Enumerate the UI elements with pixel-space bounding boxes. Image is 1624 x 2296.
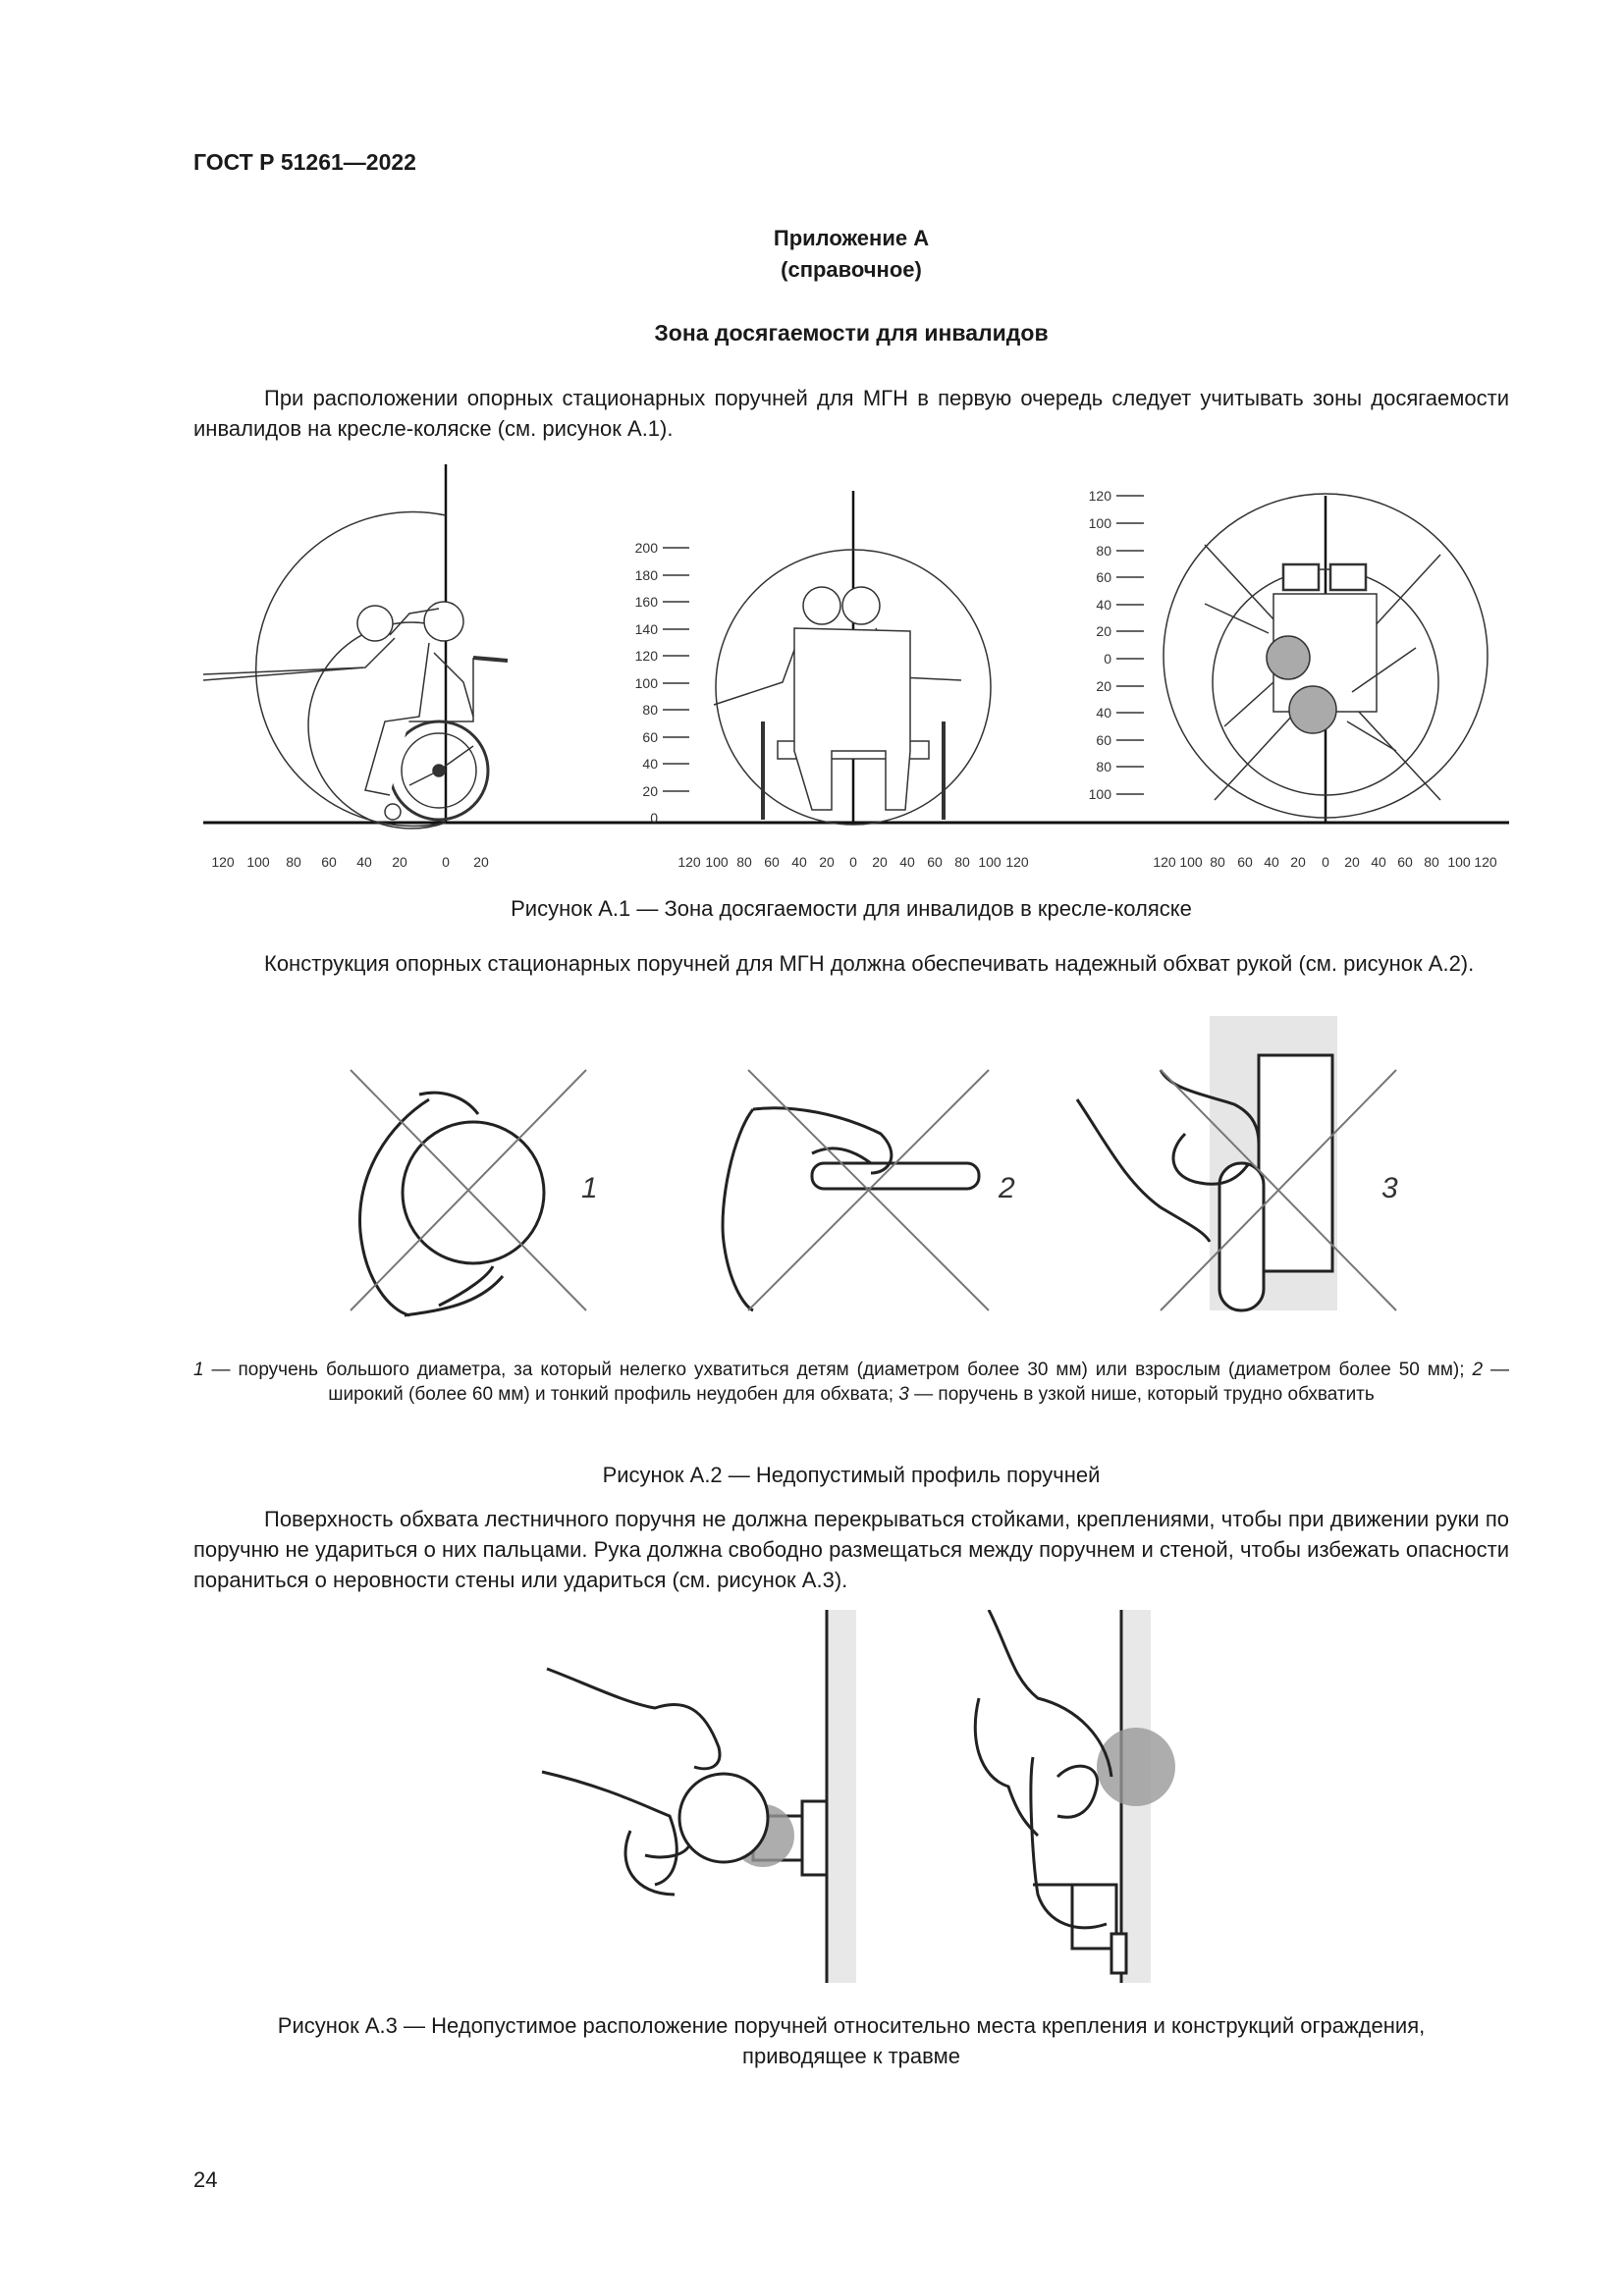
paragraph-1: При расположении опорных стационарных по… <box>193 386 1509 441</box>
top-y-tick: 40 <box>1096 597 1111 613</box>
top-x-tick: 40 <box>1264 854 1279 870</box>
top-x-tick: 20 <box>1344 854 1360 870</box>
figure-a1-top-x-axis: 120 100 80 60 40 20 0 20 40 60 80 100 12… <box>1153 854 1497 870</box>
figure-a3-left-illustration <box>541 1610 856 1983</box>
paragraph-2: Конструкция опорных стационарных поручне… <box>264 951 1475 976</box>
front-y-tick: 140 <box>635 621 659 637</box>
figure-a3-caption-line-2: приводящее к травме <box>742 2044 960 2068</box>
front-y-tick: 160 <box>635 594 659 610</box>
figure-a1-front-y-axis: 200 180 160 140 120 100 80 60 40 20 0 <box>635 540 659 826</box>
figure-a1-side-view <box>202 464 509 829</box>
top-x-tick: 40 <box>1371 854 1386 870</box>
top-x-tick: 80 <box>1424 854 1439 870</box>
figure-a2-item-3 <box>1075 1016 1397 1312</box>
figure-a2-label-2: 2 <box>998 1172 1015 1204</box>
figure-a1: 120 100 80 60 40 20 0 20 200 180 160 140… <box>202 464 1509 870</box>
legend-number-3: 3 <box>898 1384 909 1405</box>
front-x-tick: 40 <box>899 854 915 870</box>
front-x-tick: 80 <box>736 854 752 870</box>
figure-a1-top-y-axis: 120 100 80 60 40 20 0 20 40 60 80 100 <box>1089 488 1112 802</box>
legend-text-1: — поручень большого диаметра, за который… <box>203 1360 1473 1380</box>
front-x-tick: 120 <box>1005 854 1029 870</box>
top-y-tick: 100 <box>1089 515 1112 531</box>
legend-text-2: — широкий (более 60 мм) и тонкий профиль… <box>328 1360 1509 1405</box>
figure-a3-caption-line-1: Рисунок А.3 — Недопустимое расположение … <box>277 2013 1426 2038</box>
top-y-tick: 20 <box>1096 678 1111 694</box>
front-x-tick: 100 <box>978 854 1001 870</box>
top-x-tick: 120 <box>1474 854 1497 870</box>
figure-a1-top-view <box>1163 493 1489 823</box>
legend-number-1: 1 <box>193 1360 204 1380</box>
figure-a2-label-3: 3 <box>1381 1172 1398 1204</box>
legend-number-2: 2 <box>1472 1360 1484 1380</box>
section-title: Зона досягаемости для инвалидов <box>654 320 1049 346</box>
legend-text-3: — поручень в узкой нише, который трудно … <box>908 1384 1375 1405</box>
document-code: ГОСТ Р 51261—2022 <box>193 149 416 175</box>
top-x-tick: 20 <box>1290 854 1306 870</box>
top-y-tick: 100 <box>1089 786 1112 802</box>
side-x-tick: 60 <box>321 854 337 870</box>
figure-a3-right-illustration <box>973 1610 1175 1983</box>
side-x-tick: 20 <box>392 854 407 870</box>
front-y-tick: 80 <box>642 702 658 718</box>
top-x-tick: 120 <box>1153 854 1176 870</box>
figure-a3 <box>541 1610 1175 1983</box>
top-x-tick: 100 <box>1179 854 1203 870</box>
top-x-tick: 0 <box>1322 854 1329 870</box>
side-x-tick: 120 <box>211 854 235 870</box>
figure-a2-item-1 <box>350 1069 587 1317</box>
front-y-tick: 180 <box>635 567 659 583</box>
top-y-tick: 20 <box>1096 623 1111 639</box>
front-x-tick: 100 <box>705 854 729 870</box>
figure-a2-legend: 1 — поручень большого диаметра, за котор… <box>193 1358 1509 1407</box>
side-x-tick: 40 <box>356 854 372 870</box>
top-x-tick: 100 <box>1447 854 1471 870</box>
figure-a1-side-x-axis: 120 100 80 60 40 20 0 20 <box>211 854 489 870</box>
front-x-tick: 0 <box>849 854 857 870</box>
figure-a2: 1 2 3 <box>350 1016 1398 1317</box>
front-y-tick: 60 <box>642 729 658 745</box>
top-y-tick: 60 <box>1096 732 1111 748</box>
paragraph-3: Поверхность обхвата лестничного поручня … <box>193 1507 1509 1592</box>
front-x-tick: 80 <box>954 854 970 870</box>
top-y-tick: 80 <box>1096 759 1111 774</box>
appendix-label: Приложение А <box>773 226 930 250</box>
front-y-tick: 120 <box>635 648 659 664</box>
top-y-tick: 0 <box>1104 651 1111 667</box>
figure-a1-caption: Рисунок А.1 — Зона досягаемости для инва… <box>511 896 1192 921</box>
top-y-tick: 40 <box>1096 705 1111 721</box>
front-y-tick: 20 <box>642 783 658 799</box>
side-x-tick: 20 <box>473 854 489 870</box>
top-x-tick: 60 <box>1397 854 1413 870</box>
top-y-tick: 80 <box>1096 543 1111 559</box>
side-x-tick: 0 <box>442 854 450 870</box>
front-x-tick: 20 <box>819 854 835 870</box>
side-x-tick: 100 <box>246 854 270 870</box>
figure-a2-item-2 <box>721 1069 990 1312</box>
front-x-tick: 60 <box>927 854 943 870</box>
top-y-tick: 60 <box>1096 569 1111 585</box>
front-x-tick: 20 <box>872 854 888 870</box>
figure-a2-label-1: 1 <box>581 1172 598 1204</box>
front-x-tick: 40 <box>791 854 807 870</box>
figure-a2-caption: Рисунок А.2 — Недопустимый профиль поруч… <box>602 1463 1101 1487</box>
top-x-tick: 60 <box>1237 854 1253 870</box>
front-x-tick: 60 <box>764 854 780 870</box>
top-x-tick: 80 <box>1210 854 1225 870</box>
front-y-tick: 0 <box>650 810 658 826</box>
front-x-tick: 120 <box>677 854 701 870</box>
figure-a1-front-x-axis: 120 100 80 60 40 20 0 20 40 60 80 100 12… <box>677 854 1029 870</box>
side-x-tick: 80 <box>286 854 301 870</box>
front-y-tick: 200 <box>635 540 659 556</box>
front-y-tick: 100 <box>635 675 659 691</box>
appendix-kind: (справочное) <box>781 257 922 282</box>
front-y-tick: 40 <box>642 756 658 772</box>
top-y-tick: 120 <box>1089 488 1112 504</box>
figure-a1-front-view <box>713 491 992 826</box>
page-number: 24 <box>193 2167 218 2192</box>
